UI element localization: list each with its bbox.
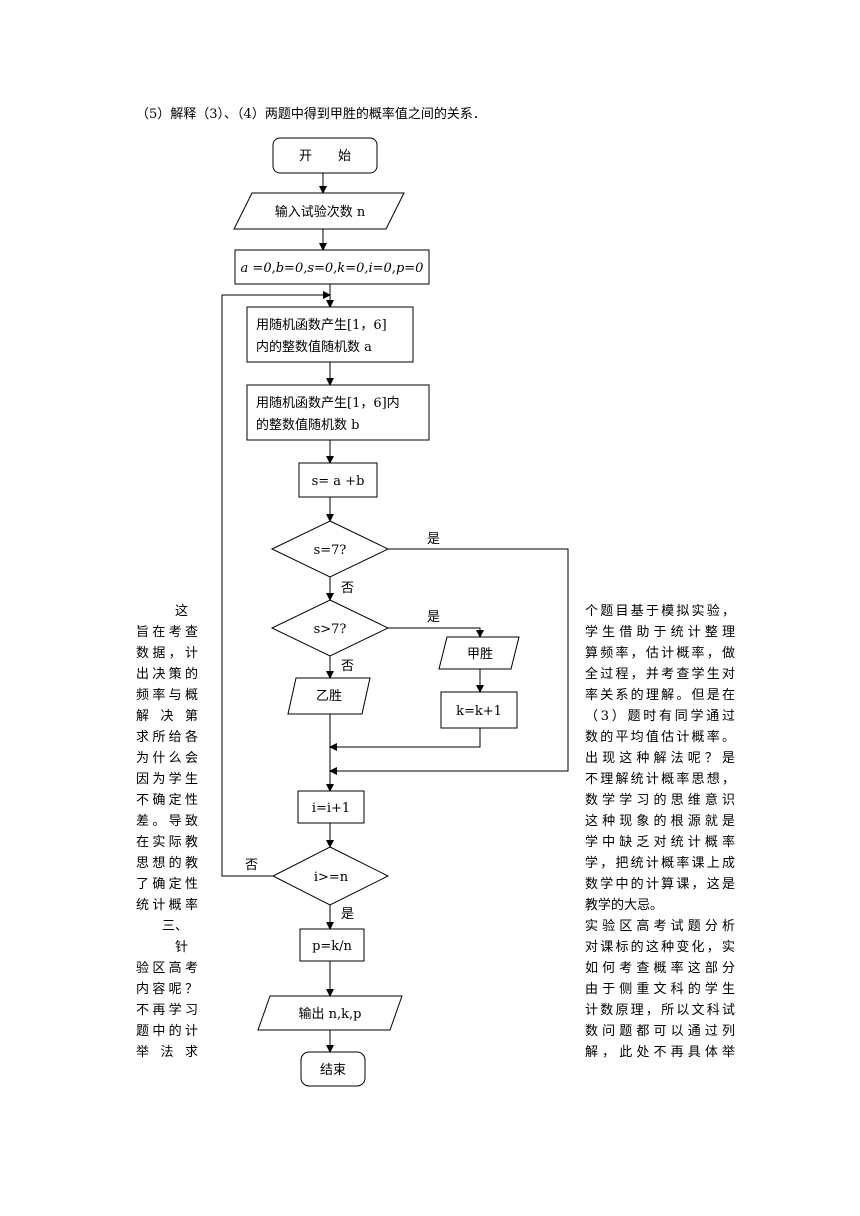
decision-s-equals-7-label: s=7? (314, 543, 347, 558)
left-line: 求所给各 (136, 730, 198, 745)
left-line: 统计概率 (136, 898, 198, 913)
left-line: 因为学生 (136, 772, 198, 787)
right-line: 学生借助于统计整理 (585, 625, 735, 640)
p-calc-node: p=k/n (299, 928, 365, 962)
left-line: 频率与概 (136, 688, 198, 703)
left-line: 举 法 求 (136, 1045, 198, 1060)
decision-s-greater-7-label: s>7? (314, 622, 347, 637)
right-text-column: 个题目基于模拟实验， 学生借助于统计整理 算频率，估计概率，做 全过程，并考查学… (585, 601, 735, 1063)
decision1-no-label: 否 (341, 581, 354, 596)
input-node: 输入试验次数 n (233, 192, 405, 230)
left-line: 三、 (136, 919, 189, 934)
init-label: a =0,b=0,s=0,k=0,i=0,p=0 (241, 261, 424, 276)
right-line: 不理解统计概率思想， (585, 772, 735, 787)
left-line: 题中的计 (136, 1024, 198, 1039)
sum-label: s= a +b (312, 474, 365, 489)
left-line: 不再学习 (136, 1003, 198, 1018)
right-line: 率关系的理解。但是在 (585, 688, 735, 703)
jia-wins-label: 甲胜 (467, 647, 493, 662)
right-line: 数学学习的思维意识 (585, 793, 735, 808)
decision-s-greater-7: s>7? (270, 599, 390, 657)
right-line: 学，把统计概率课上成 (585, 856, 735, 871)
start-label: 开 始 (299, 149, 351, 164)
right-line: 数学中的计算课，这是 (585, 877, 735, 892)
start-node: 开 始 (272, 137, 378, 174)
decision3-no-label: 否 (245, 858, 258, 873)
random-a-node: 用随机函数产生[1，6] 内的整数值随机数 a (246, 306, 414, 363)
right-line: 这种现象的根源就是 (585, 814, 735, 829)
left-line: 出决策的 (136, 667, 198, 682)
right-line: 教学的大忌。 (585, 898, 664, 913)
right-line: （3）题时有同学通过 (585, 709, 735, 724)
init-node: a =0,b=0,s=0,k=0,i=0,p=0 (234, 249, 430, 285)
right-line: 如何考查概率这部分 (585, 961, 735, 976)
random-a-line1: 用随机函数产生[1，6] (256, 318, 387, 333)
right-line: 解，此处不再具体举 (585, 1045, 735, 1060)
decision-i-ge-n-label: i>=n (314, 870, 349, 885)
left-line: 不确定性 (136, 793, 198, 808)
right-line: 对课标的这种变化，实 (585, 940, 735, 955)
intro-text: （5）解释（3）、（4）两题中得到甲胜的概率值之间的关系． (136, 107, 486, 122)
k-increment-node: k=k+1 (440, 691, 518, 729)
random-a-line2: 内的整数值随机数 a (256, 339, 372, 355)
random-b-line1: 用随机函数产生[1，6]内 (256, 395, 400, 411)
sum-node: s= a +b (298, 462, 378, 498)
decision-s-equals-7: s=7? (270, 520, 390, 578)
left-line: 数据，计 (136, 646, 198, 661)
left-line: 为什么会 (136, 751, 198, 766)
random-b-line2: 的整数值随机数 b (256, 417, 359, 433)
right-line: 数问题都可以通过列 (585, 1024, 735, 1039)
left-line: 旨在考查 (136, 625, 198, 640)
i-increment-label: i=i+1 (312, 801, 350, 816)
output-label: 输出 n,k,p (299, 1006, 362, 1022)
left-line: 针 (136, 940, 189, 955)
end-label: 结束 (320, 1063, 346, 1078)
decision1-yes-label: 是 (427, 532, 440, 547)
random-b-node: 用随机函数产生[1，6]内 的整数值随机数 b (246, 384, 430, 441)
right-line: 出现这种解法呢？是 (585, 751, 735, 766)
k-increment-label: k=k+1 (456, 704, 502, 719)
decision2-no-label: 否 (341, 659, 354, 674)
right-line: 算频率，估计概率，做 (585, 646, 735, 661)
yi-wins-label: 乙胜 (316, 689, 342, 704)
left-text-column: 这 旨在考查 数据，计 出决策的 频率与概 解 决 第 求所给各 为什么会 因为… (136, 601, 198, 1063)
i-increment-node: i=i+1 (297, 790, 365, 824)
output-node: 输出 n,k,p (257, 995, 403, 1031)
right-line: 数的平均值估计概率。 (585, 730, 735, 745)
decision-i-ge-n: i>=n (271, 846, 390, 906)
connectors (221, 173, 569, 1053)
left-line: 在实际教 (136, 835, 198, 850)
decision2-yes-label: 是 (427, 610, 440, 625)
p-calc-label: p=k/n (312, 939, 352, 954)
jia-wins-node: 甲胜 (438, 636, 520, 670)
right-line: 实验区高考试题分析 (585, 919, 735, 934)
left-line: 这 (136, 604, 189, 619)
input-label: 输入试验次数 n (275, 204, 366, 220)
left-line: 验区高考 (136, 961, 198, 976)
right-line: 计数原理，所以文科试 (585, 1003, 735, 1018)
right-line: 由于侧重文科的学生 (585, 982, 735, 997)
right-line: 全过程，并考查学生对 (585, 667, 735, 682)
left-line: 差。导致 (136, 814, 198, 829)
yi-wins-node: 乙胜 (287, 677, 371, 715)
decision3-yes-label: 是 (341, 907, 354, 922)
right-line: 个题目基于模拟实验， (585, 604, 735, 619)
end-node: 结束 (300, 1051, 366, 1087)
left-line: 内容呢？ (136, 982, 198, 997)
right-line: 学中缺乏对统计概率 (585, 835, 735, 850)
left-line: 了确定性 (136, 877, 198, 892)
left-line: 解 决 第 (136, 709, 198, 724)
left-line: 思想的教 (136, 856, 198, 871)
